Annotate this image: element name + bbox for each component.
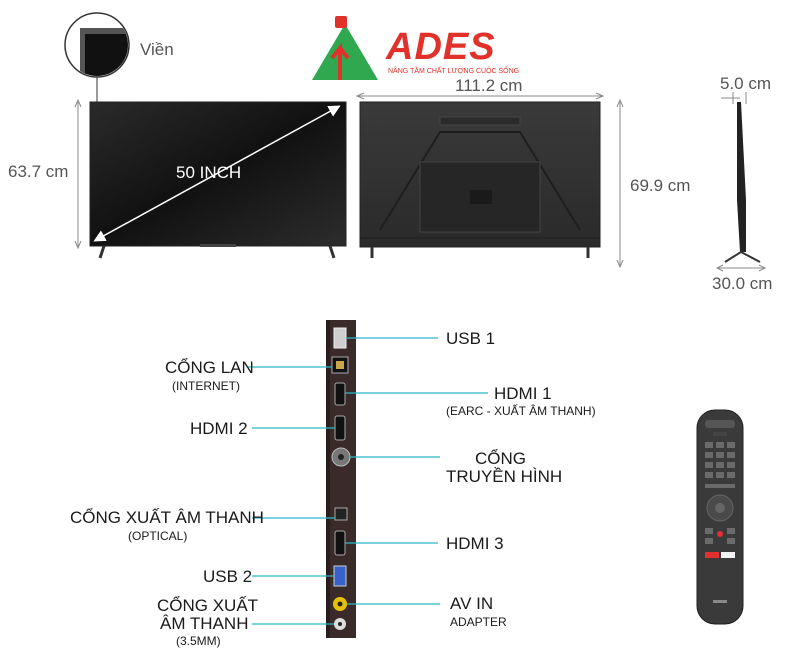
front-height-line: [74, 98, 82, 250]
port-antenna-label-2: TRUYỀN HÌNH: [446, 467, 563, 486]
port-optical-label: CỔNG XUẤT ÂM THANH: [70, 508, 264, 527]
port-panel-image: [326, 320, 356, 638]
port-hdmi1-sub: (EARC - XUẤT ÂM THANH): [446, 404, 596, 418]
port-hdmi3-label: HDMI 3: [446, 534, 504, 553]
stand-depth-label: 30.0 cm: [712, 274, 773, 293]
ades-logo-mark: [312, 16, 378, 80]
front-height-label: 63.7 cm: [8, 162, 69, 181]
depth-label: 5.0 cm: [720, 74, 772, 93]
port-hdmi2-label: HDMI 2: [190, 419, 248, 438]
stand-height-line: [616, 98, 624, 269]
port-avin-label: AV IN: [450, 594, 494, 613]
port-connector-lines: [248, 337, 488, 625]
remote-control-image: [696, 409, 744, 625]
port-optical-sub: (OPTICAL): [128, 529, 188, 543]
port-audio35-sub: (3.5MM): [176, 634, 221, 648]
port-lan-label: CỔNG LAN: [165, 358, 254, 377]
port-usb2-label: USB 2: [203, 567, 253, 586]
width-label: 111.2 cm: [455, 76, 523, 95]
bezel-zoom-icon: [64, 12, 130, 102]
port-audio35-label-1: CỔNG XUẤT: [157, 596, 259, 615]
port-audio35-label-2: ÂM THANH: [160, 614, 249, 633]
port-avin-sub: ADAPTER: [450, 615, 507, 629]
width-line: [355, 92, 605, 100]
stand-height-label: 69.9 cm: [630, 176, 691, 195]
tv-back-image: [359, 101, 601, 258]
port-hdmi1-label: HDMI 1: [494, 384, 552, 403]
diagonal-label: 50 INCH: [176, 163, 242, 182]
port-antenna-label-1: CỔNG: [475, 449, 526, 468]
ades-brand: ADES: [386, 26, 496, 68]
port-usb1-label: USB 1: [446, 329, 496, 348]
port-lan-sub: (INTERNET): [172, 379, 240, 393]
tv-side-image: [715, 92, 767, 272]
ades-tagline: NÂNG TẦM CHẤT LƯỢNG CUỘC SỐNG: [388, 68, 520, 75]
tv-front-image: [89, 101, 347, 259]
bezel-label: Viền: [140, 40, 174, 59]
